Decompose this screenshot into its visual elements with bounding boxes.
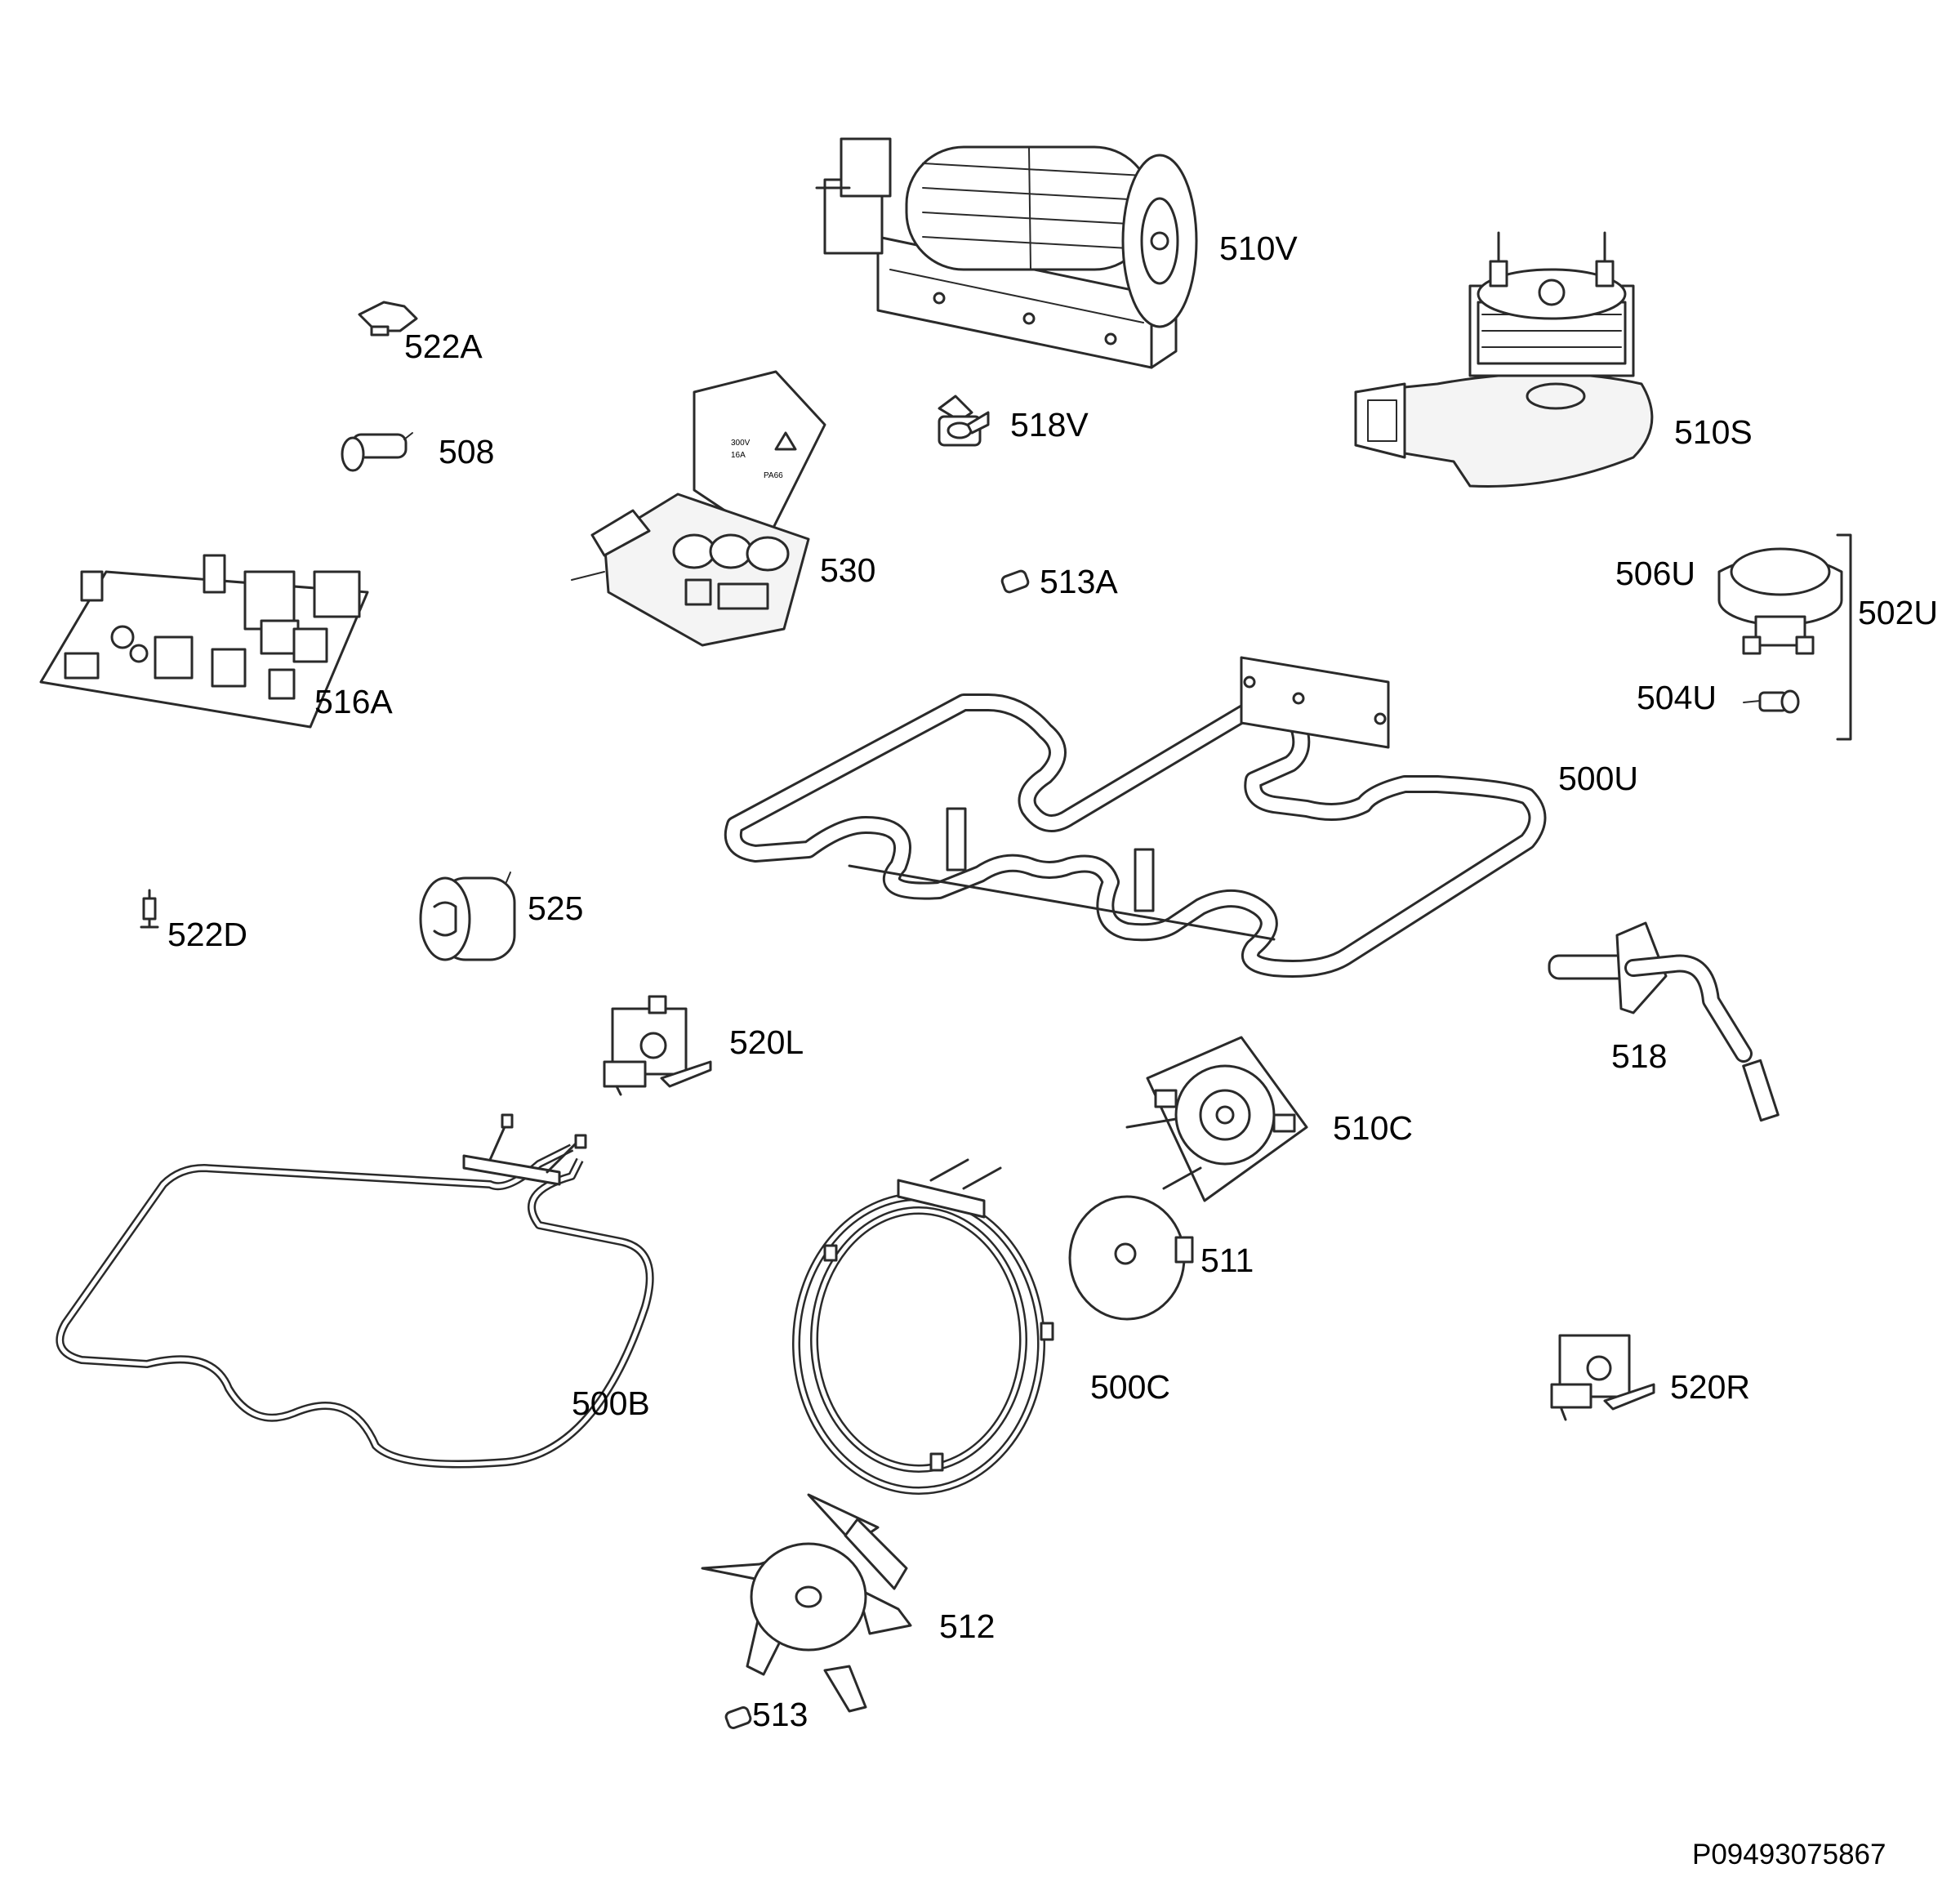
- thermostat-506u-icon: [1717, 547, 1843, 655]
- door-lock-left-icon: [603, 995, 712, 1096]
- bush-513-icon: [724, 1706, 752, 1729]
- fan-motor-icon: [1125, 1036, 1308, 1202]
- label-520r: 520R: [1670, 1368, 1750, 1406]
- label-510c: 510C: [1333, 1109, 1413, 1147]
- label-530: 530: [820, 551, 875, 589]
- label-513a: 513A: [1040, 563, 1118, 600]
- pcb-icon: [39, 554, 369, 729]
- label-506u: 506U: [1615, 555, 1695, 592]
- label-508: 508: [439, 433, 494, 470]
- label-510v: 510V: [1219, 230, 1298, 267]
- bottom-heating-element-icon: [56, 1113, 654, 1469]
- label-513: 513: [752, 1696, 808, 1733]
- tangential-fan-icon: [815, 137, 1198, 369]
- label-502u: 502U: [1858, 594, 1938, 631]
- cooling-blower-icon: [1354, 231, 1654, 488]
- terminal-block-icon: 300V 16A PA66: [571, 370, 826, 647]
- capacitor-icon: [419, 872, 516, 961]
- label-500u: 500U: [1558, 760, 1638, 797]
- bush-513a-icon: [1000, 569, 1030, 594]
- label-511: 511: [1200, 1242, 1254, 1279]
- fan-blade-icon: [701, 1493, 912, 1713]
- label-516a: 516A: [314, 683, 393, 720]
- group-502u-bracket: [1836, 533, 1852, 741]
- label-500b: 500B: [572, 1384, 650, 1422]
- top-heating-element-icon: [724, 656, 1547, 978]
- svg-text:16A: 16A: [731, 451, 746, 460]
- lamp-504u-icon: [1743, 689, 1800, 714]
- label-522a: 522A: [404, 328, 483, 365]
- temperature-sensor-icon: [1548, 921, 1780, 1122]
- label-522d: 522D: [167, 916, 247, 953]
- label-500c: 500C: [1090, 1368, 1170, 1406]
- document-id: P09493075867: [1692, 1839, 1886, 1870]
- svg-text:300V: 300V: [731, 439, 751, 448]
- label-525: 525: [528, 889, 583, 927]
- clip-522a-icon: [358, 301, 418, 337]
- label-518v: 518V: [1010, 406, 1089, 444]
- lamp-icon: [341, 432, 413, 472]
- label-520l: 520L: [729, 1023, 804, 1061]
- fan-plate-icon: [1068, 1195, 1194, 1321]
- door-lock-right-icon: [1550, 1334, 1655, 1421]
- label-512: 512: [939, 1607, 995, 1645]
- thermostat-518v-icon: [938, 395, 990, 447]
- label-518: 518: [1611, 1037, 1667, 1075]
- screw-522d-icon: [140, 889, 159, 929]
- label-504u: 504U: [1637, 679, 1717, 716]
- circular-heating-element-icon: [792, 1158, 1054, 1495]
- svg-text:PA66: PA66: [764, 471, 783, 480]
- label-510s: 510S: [1674, 413, 1753, 451]
